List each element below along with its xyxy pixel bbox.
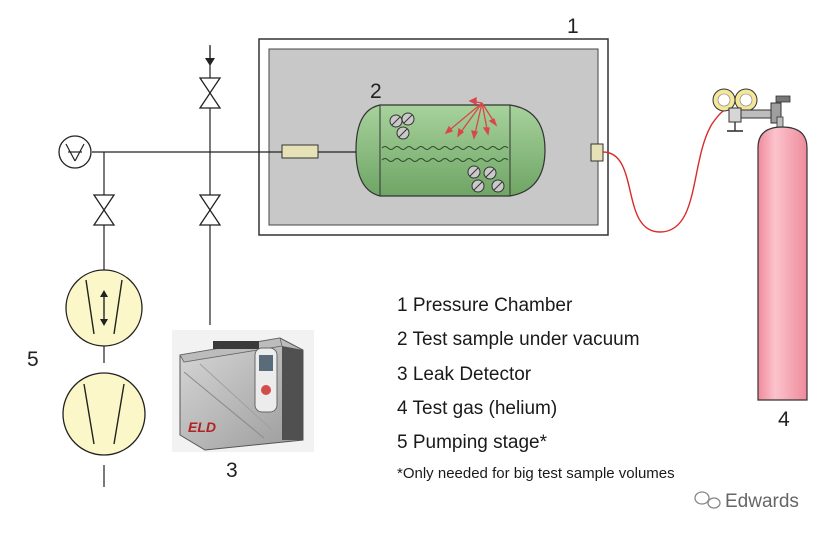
vent-inlet-arrow-icon (205, 46, 215, 66)
helium-leak-arrows (444, 96, 498, 140)
valve-icon (198, 194, 222, 226)
callout-3: 3 (226, 459, 238, 482)
leak-detector-device: ELD (172, 330, 314, 452)
helium-cylinder (757, 116, 808, 401)
legend-item: 2 Test sample under vacuum (397, 329, 640, 350)
callout-1: 1 (567, 15, 579, 38)
legend-item: 3 Leak Detector (397, 364, 532, 385)
legend-item: 5 Pumping stage* (397, 432, 548, 453)
valve-icon (198, 77, 222, 109)
legend-item: 4 Test gas (helium) (397, 398, 557, 419)
callout-4: 4 (778, 408, 790, 431)
valve-icon (92, 194, 116, 226)
helium-supply-line (602, 105, 733, 233)
backing-pump-icon (62, 372, 146, 456)
detector-brand-label: ELD (188, 419, 216, 435)
pressure-gauge-icon (58, 135, 92, 169)
weld-seam-upper (381, 146, 509, 150)
callout-5: 5 (27, 348, 39, 371)
legend: 1 Pressure Chamber 2 Test sample under v… (397, 295, 675, 482)
chat-bubble-icon (694, 491, 721, 509)
chamber-gas-inlet (590, 143, 604, 162)
watermark-text: Edwards (725, 491, 799, 512)
callout-2: 2 (370, 80, 382, 103)
chamber-feedthrough (281, 144, 319, 159)
test-sample-vessel (355, 96, 546, 197)
roots-pump-icon (65, 269, 143, 347)
legend-item: 1 Pressure Chamber (397, 295, 573, 316)
pressure-regulator-icon (712, 88, 791, 132)
legend-footnote: *Only needed for big test sample volumes (397, 465, 675, 482)
weld-seam-lower (381, 158, 509, 162)
watermark: Edwards (694, 491, 799, 512)
